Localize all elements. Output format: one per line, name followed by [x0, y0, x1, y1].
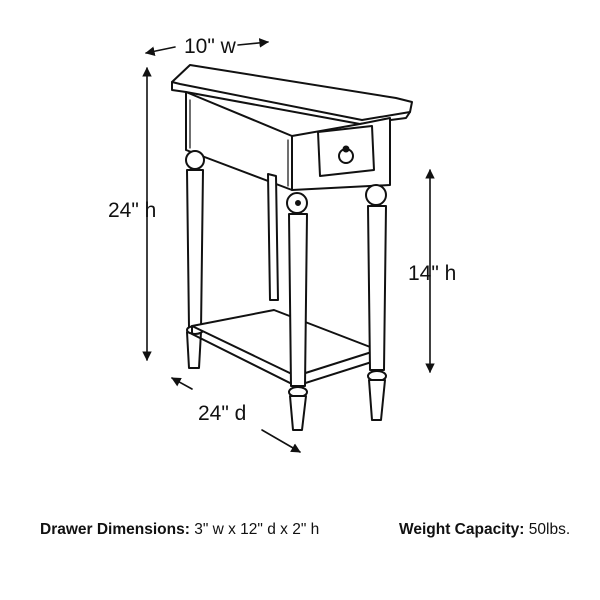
leg-front-left	[286, 192, 308, 431]
overall-height-label: 24" h	[108, 199, 157, 222]
drawer	[317, 125, 375, 177]
weight-capacity-spec: Weight Capacity: 50lbs.	[399, 521, 570, 539]
weight-capacity-value: 50lbs.	[524, 521, 571, 538]
depth-arrow-lower	[261, 429, 301, 453]
width-label: 10" w	[184, 35, 236, 58]
drawer-dimensions-label: Drawer Dimensions:	[40, 521, 190, 538]
weight-capacity-label: Weight Capacity:	[399, 521, 525, 538]
width-arrow-right	[237, 38, 269, 48]
depth-label: 24" d	[198, 402, 247, 425]
drawer-dimensions-value: 3" w x 12" d x 2" h	[189, 521, 320, 538]
leg-height-label: 14" h	[408, 262, 457, 285]
drawer-dimensions-spec: Drawer Dimensions: 3" w x 12" d x 2" h	[40, 521, 319, 539]
depth-arrow-upper	[171, 377, 193, 390]
table-apron	[185, 91, 391, 191]
width-arrow-left	[145, 46, 176, 56]
table-top	[171, 64, 413, 125]
lower-shelf	[191, 309, 379, 387]
leg-front-right	[365, 184, 387, 421]
leg-back-right	[267, 173, 279, 301]
